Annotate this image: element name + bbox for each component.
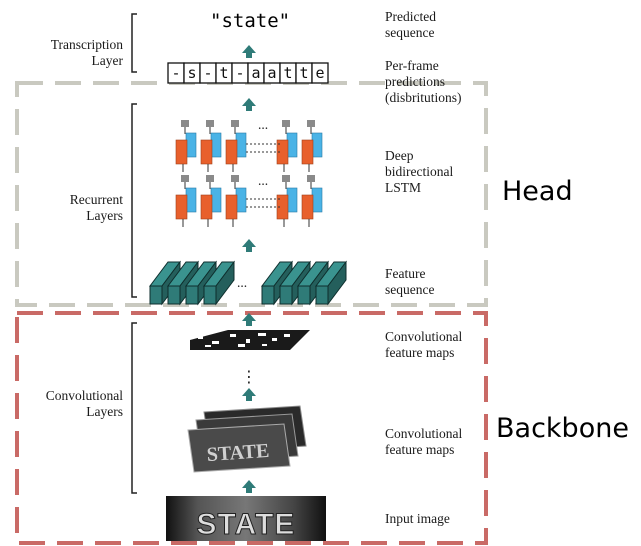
feature-column (315, 260, 347, 306)
arrow-icon (242, 313, 256, 326)
conv-feature-map-stack: STATE (187, 405, 307, 473)
lstm-cell (276, 120, 298, 172)
backbone-region-box (15, 311, 488, 545)
frame-char: s (187, 64, 196, 82)
lstm-cell (301, 175, 323, 227)
frame-char: t (299, 64, 308, 82)
lstm-cell (200, 175, 222, 227)
lstm-cell (276, 175, 298, 227)
input-image-text: STATE (197, 508, 296, 541)
frame-char: t (283, 64, 292, 82)
predicted-sequence-text: "state" (210, 10, 291, 32)
conv-feature-maps-label-bottom: Convolutional feature maps (385, 426, 463, 457)
feature-sequence (149, 260, 347, 306)
frame-char: t (219, 64, 228, 82)
frame-char: e (315, 64, 324, 82)
convolutional-layers-label: Convolutional Layers (45, 388, 123, 419)
arrow-icon (242, 388, 256, 401)
frame-cell: a (247, 62, 265, 84)
arrow-icon (242, 98, 256, 111)
feature-ellipsis: ... (237, 275, 248, 290)
lstm-grid (175, 120, 323, 227)
per-frame-predictions-label: Per-frame predictions (disbritutions) (385, 58, 462, 105)
transcription-bracket (131, 13, 137, 73)
input-image: STATE (166, 496, 326, 542)
frame-cell: s (183, 62, 201, 84)
convolutional-bracket (131, 322, 137, 494)
frame-char: - (203, 64, 212, 82)
frame-char: a (251, 64, 260, 82)
arrow-icon (242, 480, 256, 493)
transcription-layer-label: Transcription Layer (50, 37, 123, 68)
feature-sequence-label: Feature sequence (385, 266, 435, 297)
frame-char: - (235, 64, 244, 82)
lstm-cell (301, 120, 323, 172)
frame-cell: - (167, 62, 185, 84)
frame-cell: t (279, 62, 297, 84)
conv-feature-maps-label-top: Convolutional feature maps (385, 329, 463, 360)
conv-feature-map-small (190, 330, 310, 350)
lstm-cell (225, 175, 247, 227)
head-label: Head (502, 176, 573, 207)
frame-cell: a (263, 62, 281, 84)
flow-arrows (242, 45, 256, 493)
input-image-label: Input image (385, 511, 450, 526)
recurrent-bracket (131, 103, 137, 298)
frame-cell: e (311, 62, 329, 84)
vertical-ellipsis: ⋮ (241, 367, 257, 386)
lstm-cell (225, 120, 247, 172)
frame-char: a (267, 64, 276, 82)
feature-column (203, 260, 235, 306)
lstm-cell (200, 120, 222, 172)
lstm-ellipsis-top: ... (258, 117, 269, 132)
lstm-cell (175, 175, 197, 227)
backbone-label: Backbone (496, 413, 629, 444)
frame-cell: t (295, 62, 313, 84)
deep-lstm-label: Deep bidirectional LSTM (385, 148, 454, 195)
arrow-icon (242, 239, 256, 252)
lstm-cell (175, 120, 197, 172)
frame-char: - (171, 64, 180, 82)
frame-cell: - (231, 62, 249, 84)
predicted-sequence-label: Predicted sequence (385, 9, 436, 40)
recurrent-layers-label: Recurrent Layers (69, 192, 123, 223)
frame-cell: t (215, 62, 233, 84)
frame-cell: - (199, 62, 217, 84)
conv-map-text: STATE (206, 440, 270, 466)
arrow-icon (242, 45, 256, 58)
lstm-ellipsis-mid: ... (258, 173, 269, 188)
